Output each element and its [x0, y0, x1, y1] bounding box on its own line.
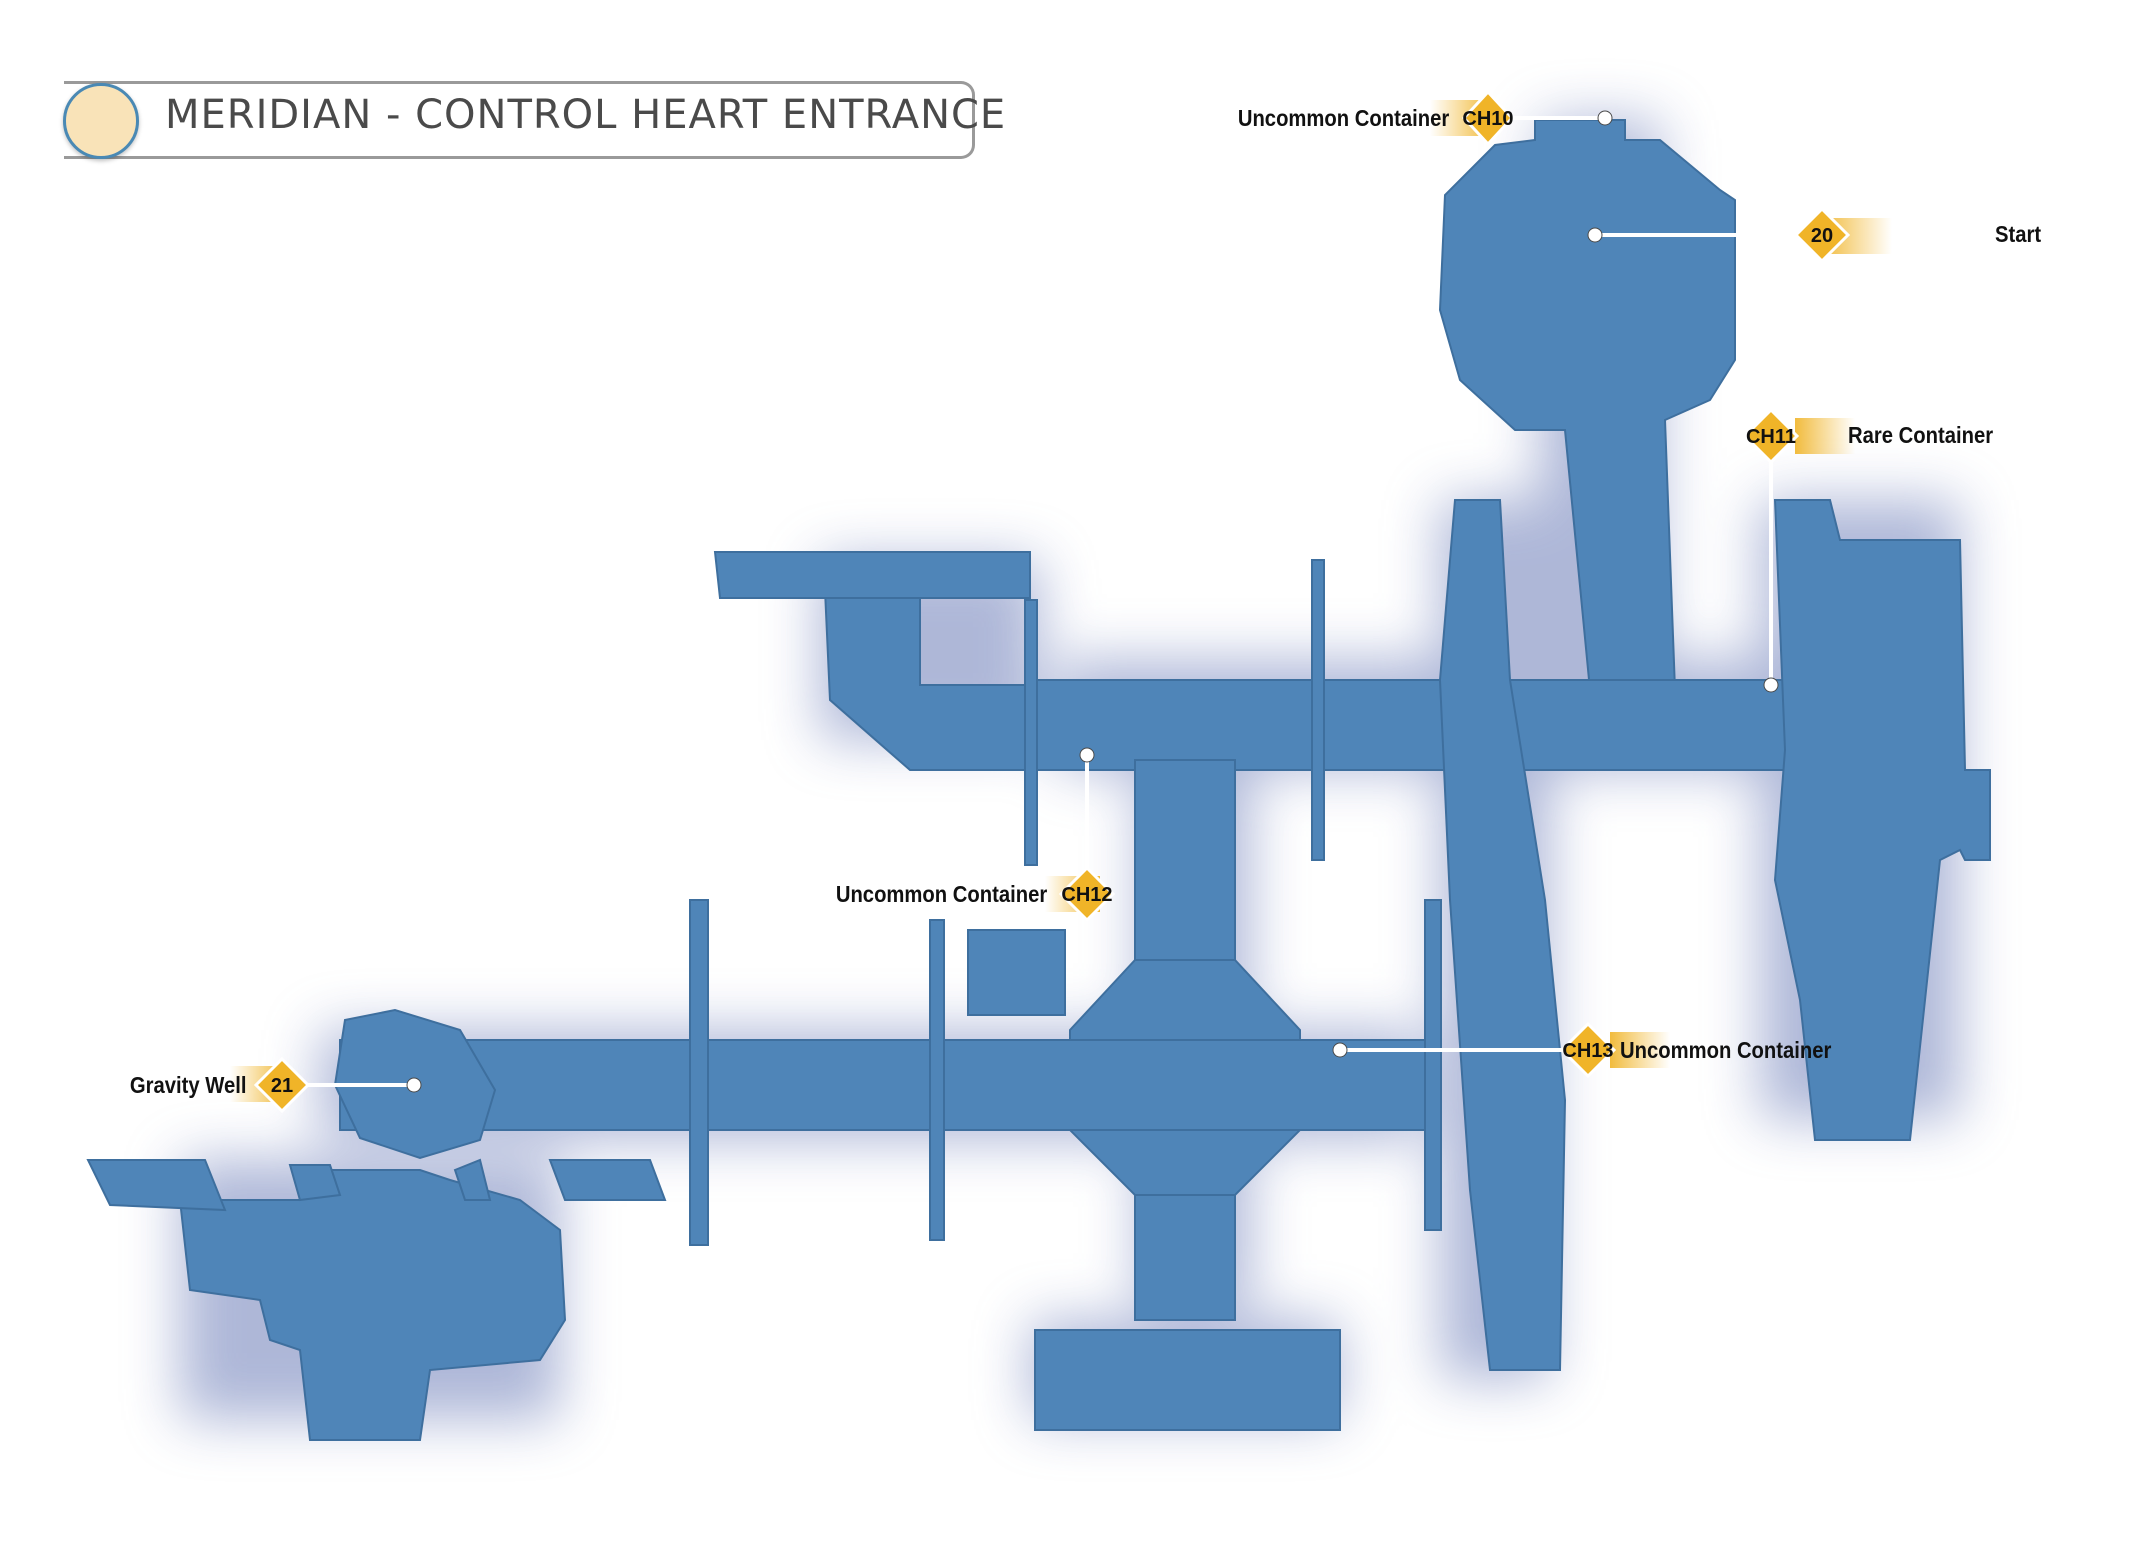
map-structures	[86, 119, 1991, 1441]
badge-text-ch10: CH10	[1462, 108, 1513, 130]
badge-ch13[interactable]	[1559, 1021, 1617, 1079]
badge-text-20: 20	[1811, 225, 1833, 247]
badge-text-ch13: CH13	[1562, 1040, 1613, 1062]
label-ch11: Rare Container	[1848, 422, 1994, 448]
title-circle-icon	[63, 83, 139, 159]
badge-20[interactable]	[1793, 206, 1851, 264]
badge-text-ch12: CH12	[1061, 884, 1112, 906]
label-21: Gravity Well	[130, 1072, 247, 1098]
marker-lines	[305, 116, 1795, 1087]
page-title: MERIDIAN - CONTROL HEART ENTRANCE	[165, 92, 1007, 138]
badge-ch10[interactable]	[1461, 89, 1515, 147]
marker-dots	[406, 110, 1779, 1093]
badge-text-21: 21	[271, 1075, 293, 1097]
title-banner	[64, 81, 975, 159]
label-start: Start	[1995, 221, 2042, 247]
badge-21[interactable]	[253, 1056, 311, 1114]
label-ch10: Uncommon Container	[1237, 105, 1449, 131]
badge-text-ch11: CH11	[1746, 426, 1796, 448]
badge-ch12[interactable]	[1058, 865, 1116, 923]
label-ch12: Uncommon Container	[835, 881, 1047, 907]
badge-ch11[interactable]	[1742, 407, 1800, 465]
label-ch13: Uncommon Container	[1620, 1037, 1832, 1063]
